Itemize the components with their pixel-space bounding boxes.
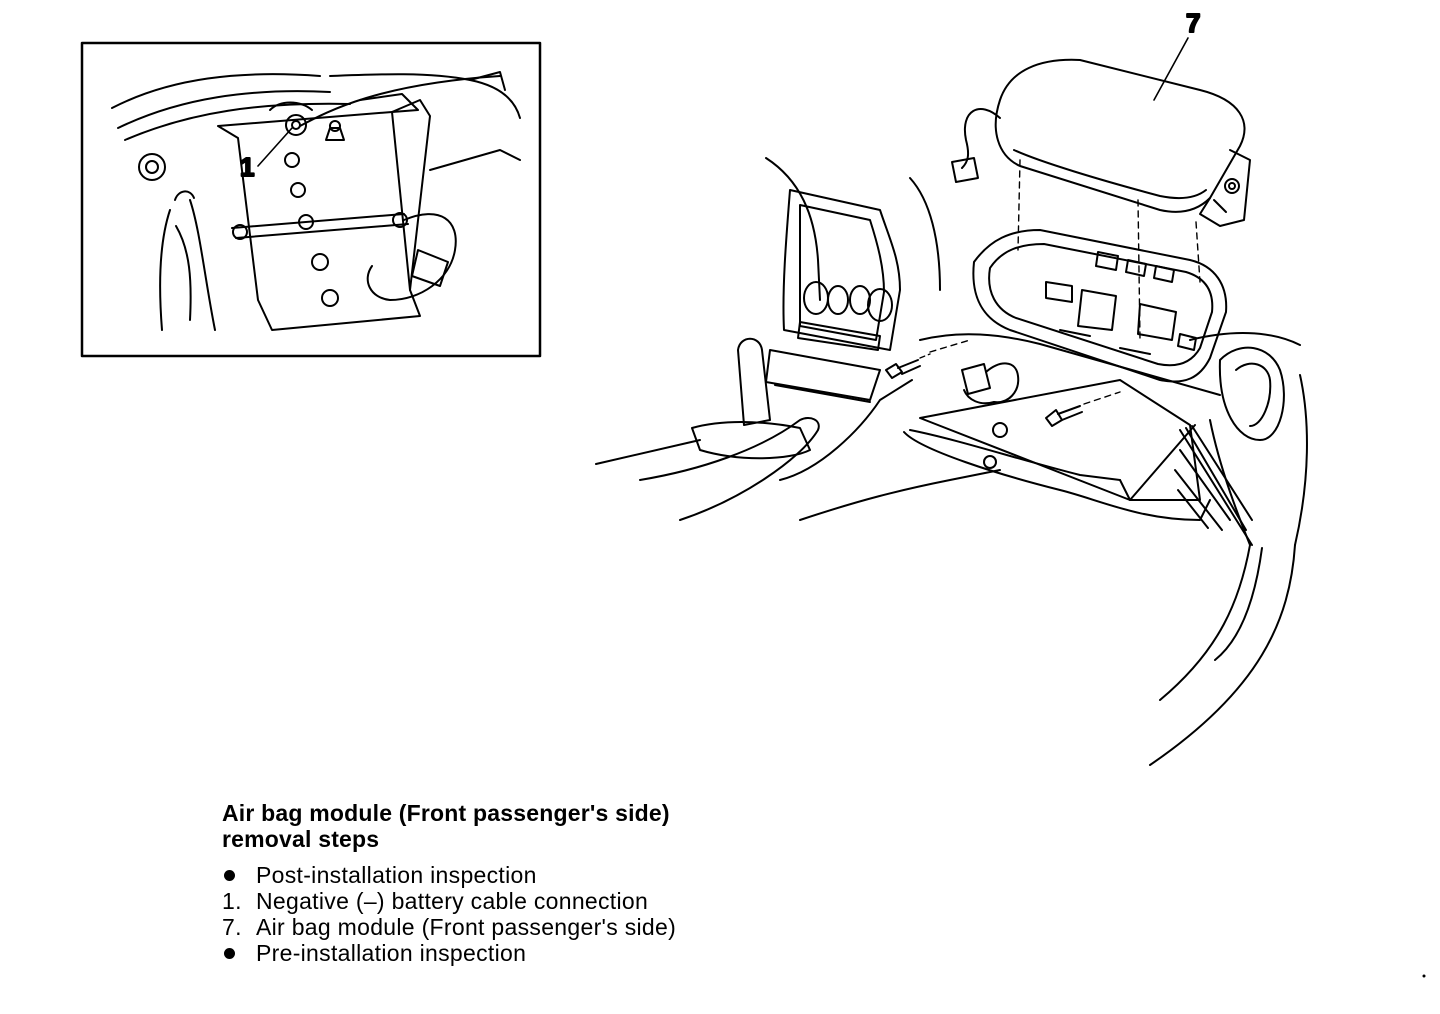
step-text: Air bag module (Front passenger's side) — [256, 914, 677, 940]
step-item: Pre-installation inspection — [222, 940, 842, 966]
step-text: Post-installation inspection — [256, 862, 537, 888]
caption-title-line2: removal steps — [222, 826, 380, 852]
step-text: Negative (–) battery cable connection — [256, 888, 649, 914]
removal-steps-caption: Air bag module (Front passenger's side) … — [222, 800, 842, 966]
dashboard-illustration — [595, 37, 1308, 766]
bullet-icon — [224, 870, 235, 881]
negative-terminal-icon — [285, 114, 307, 136]
glove-box-lid — [903, 431, 1211, 521]
steps-list: Post-installation inspection 1. Negative… — [222, 862, 842, 966]
bullet-icon — [224, 948, 235, 959]
callout-7-leader — [1153, 37, 1189, 101]
inset-frame — [80, 41, 542, 358]
bolt-icon — [1045, 391, 1121, 427]
reservoir-cap-icon — [138, 153, 166, 181]
caption-title: Air bag module (Front passenger's side) … — [222, 800, 842, 852]
step-item: 1. Negative (–) battery cable connection — [222, 888, 842, 914]
battery-inset — [80, 41, 542, 358]
stray-dot — [1422, 974, 1426, 978]
caption-title-line1: Air bag module (Front passenger's side) — [222, 800, 670, 826]
harness-connector-icon — [961, 363, 991, 395]
step-marker — [222, 940, 256, 966]
callout-1-label: 1 — [240, 152, 254, 182]
center-console-bezel — [782, 189, 901, 351]
step-number: 7. — [222, 914, 242, 940]
airbag-module — [994, 58, 1246, 213]
module-harness — [961, 108, 1001, 169]
bolt-icon — [885, 339, 971, 379]
step-number: 1. — [222, 888, 242, 914]
glove-box-opening — [919, 379, 1201, 501]
step-marker — [222, 862, 256, 888]
callout-7-label: 7 — [1186, 8, 1200, 38]
module-connector-icon — [951, 157, 979, 183]
step-item: Post-installation inspection — [222, 862, 842, 888]
battery-body — [217, 111, 421, 331]
step-text: Pre-installation inspection — [256, 940, 527, 966]
callout-1-leader — [257, 127, 293, 167]
airbag-housing — [972, 229, 1228, 383]
step-item: 7. Air bag module (Front passenger's sid… — [222, 914, 842, 940]
gear-shift — [737, 337, 771, 426]
